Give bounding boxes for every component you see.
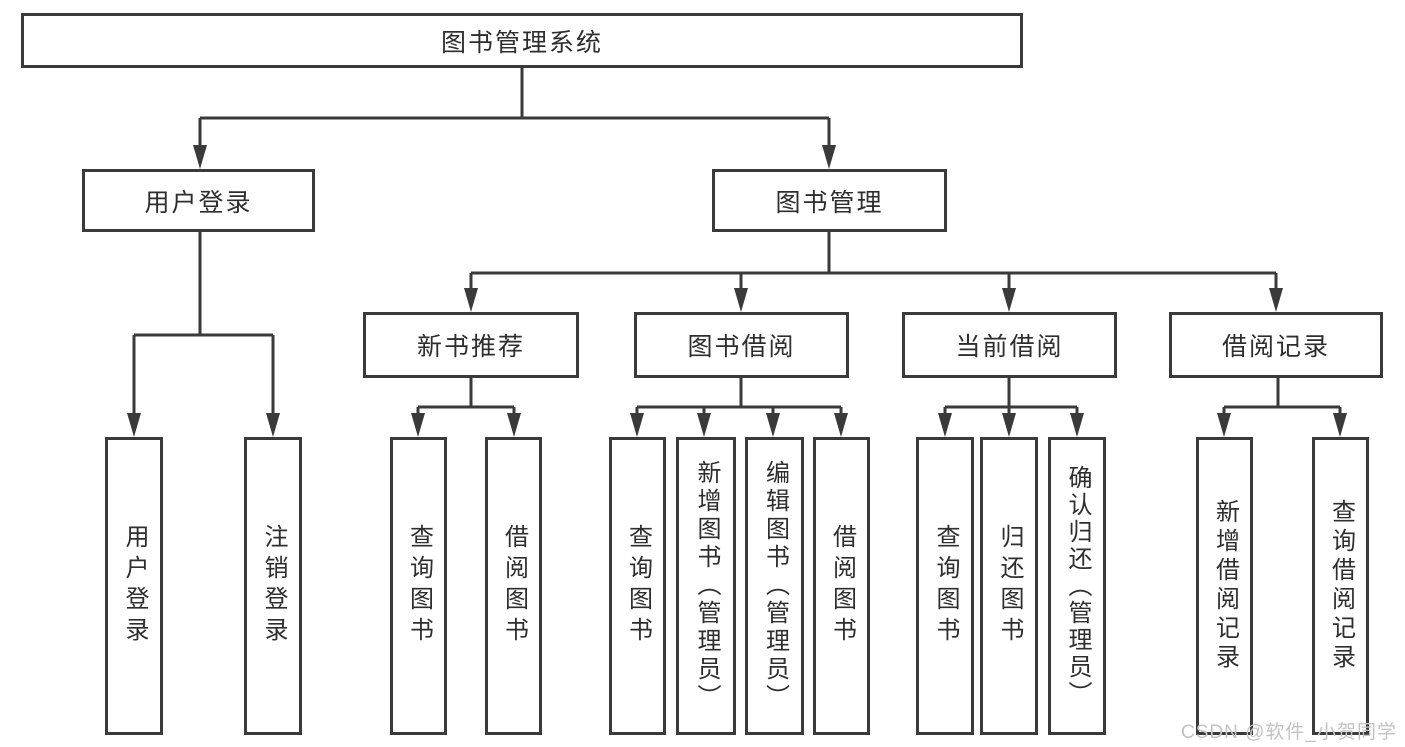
node-book-borrowing: 图书借阅: [634, 312, 849, 378]
node-label: 用户登录: [121, 524, 148, 648]
node-label: 编辑图书（管理员）: [761, 460, 789, 712]
leaf-confirm-return-admin: 确认归还（管理员）: [1048, 437, 1106, 735]
node-label: 确认归还（管理员）: [1064, 464, 1091, 708]
node-label: 查询借阅记录: [1327, 499, 1355, 673]
node-label: 注销登录: [260, 524, 287, 648]
node-label: 借阅记录: [1221, 333, 1330, 361]
leaf-return-books: 归还图书: [980, 437, 1038, 735]
leaf-query-books-3: 查询图书: [916, 437, 974, 735]
node-label: 借阅图书: [828, 524, 856, 648]
node-label: 新增借阅记录: [1211, 499, 1239, 673]
leaf-add-borrow-record: 新增借阅记录: [1196, 437, 1253, 735]
node-label: 图书管理系统: [440, 28, 603, 57]
node-label: 归还图书: [996, 524, 1023, 648]
node-label: 图书管理: [775, 188, 884, 217]
node-label: 新增图书（管理员）: [693, 460, 720, 712]
node-borrowing-records: 借阅记录: [1169, 312, 1383, 378]
node-label: 用户登录: [144, 188, 253, 217]
leaf-edit-books-admin: 编辑图书（管理员）: [745, 437, 804, 735]
node-label: 借阅图书: [500, 524, 528, 648]
node-label: 图书借阅: [687, 333, 796, 361]
leaf-query-borrow-record: 查询借阅记录: [1312, 437, 1369, 735]
leaf-query-books-2: 查询图书: [609, 437, 666, 735]
node-label: 当前借阅: [955, 333, 1064, 361]
node-label: 查询图书: [405, 524, 433, 648]
leaf-logout: 注销登录: [244, 437, 302, 735]
node-library-management-system: 图书管理系统: [21, 13, 1023, 68]
leaf-borrow-books-1: 借阅图书: [485, 437, 542, 735]
leaf-user-login: 用户登录: [105, 437, 163, 735]
node-book-management: 图书管理: [712, 169, 947, 232]
csdn-watermark: CSDN @软件_小贺同学: [1181, 722, 1397, 743]
node-label: 新书推荐: [416, 333, 525, 361]
node-user-login: 用户登录: [82, 169, 315, 232]
leaf-add-books-admin: 新增图书（管理员）: [676, 437, 736, 735]
node-label: 查询图书: [932, 524, 959, 648]
node-label: 查询图书: [624, 524, 652, 648]
leaf-query-books-1: 查询图书: [390, 437, 447, 735]
leaf-borrow-books-2: 借阅图书: [813, 437, 870, 735]
node-new-book-recommend: 新书推荐: [363, 312, 579, 378]
node-current-borrowing: 当前借阅: [902, 312, 1117, 378]
